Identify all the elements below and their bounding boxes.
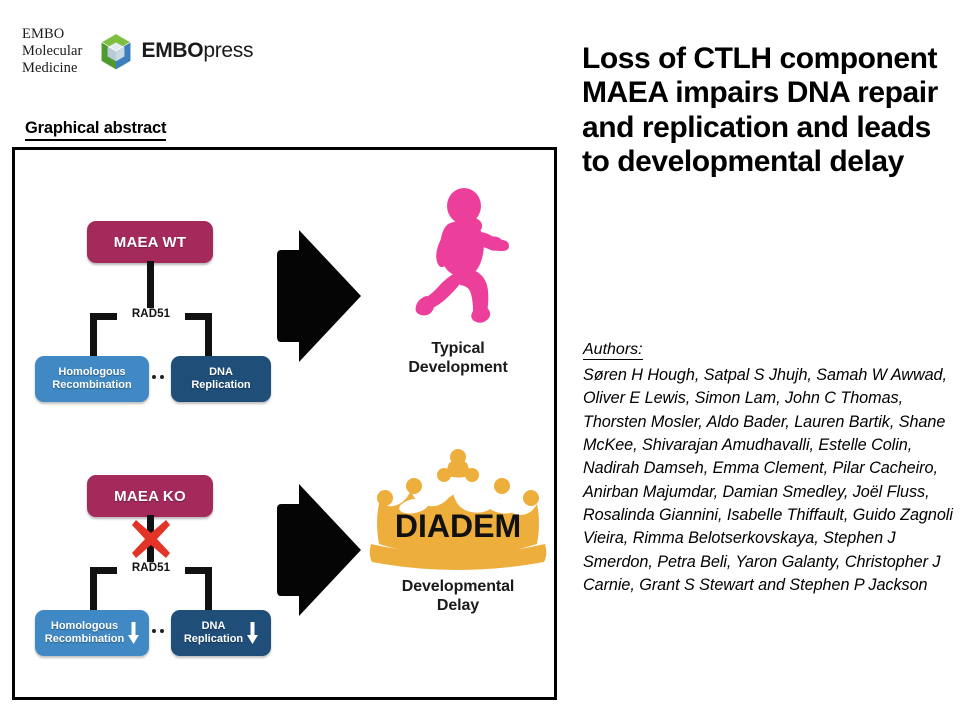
- running-child-icon: [415, 188, 509, 323]
- embopress-bold-text: EMBO: [141, 39, 204, 63]
- connector-vertical: [147, 261, 154, 316]
- left-panel: EMBO Molecular Medicine EMBOpress Graphi…: [12, 26, 557, 700]
- authors-list: Søren H Hough, Satpal S Jhujh, Samah W A…: [583, 366, 953, 594]
- process-box-homologous-recombination: Homologous Recombination: [35, 610, 149, 656]
- connector-drop-right: [205, 313, 212, 363]
- ellipsis-dots: [152, 629, 168, 633]
- connector-label-rad51: RAD51: [117, 562, 185, 574]
- embo-cube-icon: [100, 33, 131, 70]
- graphical-abstract-frame: MAEA WT RAD51 Homologous Recombination D…: [12, 147, 557, 700]
- gene-box-maea-ko: MAEA KO: [87, 475, 213, 517]
- decrease-arrow-icon: [128, 622, 140, 644]
- process-box-dna-replication: DNA Replication: [171, 610, 271, 656]
- graphical-abstract-heading: Graphical abstract: [25, 119, 166, 141]
- connector-horizontal-right: [179, 567, 212, 574]
- panel-maea-ko: MAEA KO RAD51 Homologous Recombination: [15, 422, 554, 687]
- connector-horizontal-right: [179, 313, 212, 320]
- gene-box-label: MAEA KO: [114, 487, 186, 505]
- connector-drop-right: [205, 567, 212, 617]
- gene-box-label: MAEA WT: [113, 233, 187, 251]
- process-box-label: Homologous Recombination: [44, 619, 125, 645]
- outcome-caption: Developmental Delay: [401, 578, 515, 614]
- page-title: Loss of CTLH component MAEA impairs DNA …: [582, 42, 938, 179]
- crown-badge-text: DIADEM: [395, 508, 521, 544]
- connector-drop-left: [90, 567, 97, 617]
- gene-box-maea-wt: MAEA WT: [87, 221, 213, 263]
- journal-name: EMBO Molecular Medicine: [22, 26, 83, 76]
- embopress-light-text: press: [203, 39, 254, 63]
- connector-drop-left: [90, 313, 97, 363]
- block-arrow-right-icon: [277, 230, 361, 362]
- embo-branding: EMBO Molecular Medicine EMBOpress: [22, 26, 253, 76]
- red-x-icon: [132, 520, 170, 558]
- panel-maea-wt: MAEA WT RAD51 Homologous Recombination D…: [15, 168, 554, 433]
- process-box-homologous-recombination: Homologous Recombination: [35, 356, 149, 402]
- connector-horizontal-left: [90, 313, 123, 320]
- decrease-arrow-icon: [247, 622, 259, 644]
- process-box-label: Homologous Recombination: [52, 365, 132, 391]
- process-box-label: DNA Replication: [183, 619, 244, 645]
- outcome-caption: Typical Development: [408, 340, 508, 376]
- diadem-crown-icon: DIADEM: [369, 449, 547, 570]
- outcome-typical-development: Typical Development: [367, 184, 549, 378]
- graphical-abstract-figure: MAEA WT RAD51 Homologous Recombination D…: [15, 150, 554, 697]
- pathway-diagram-ko: MAEA KO RAD51 Homologous Recombination: [29, 422, 287, 687]
- ellipsis-dots: [152, 375, 168, 379]
- process-box-label: DNA Replication: [191, 365, 251, 391]
- connector-horizontal-left: [90, 567, 123, 574]
- outcome-developmental-delay: DIADEM Developmental Delay: [367, 448, 549, 616]
- embopress-logo: EMBOpress: [99, 33, 254, 70]
- process-box-dna-replication: DNA Replication: [171, 356, 271, 402]
- pathway-diagram-wt: MAEA WT RAD51 Homologous Recombination D…: [29, 168, 287, 433]
- block-arrow-right-icon: [277, 484, 361, 616]
- embopress-wordmark: EMBOpress: [142, 39, 254, 63]
- right-panel: Loss of CTLH component MAEA impairs DNA …: [578, 0, 960, 720]
- authors-heading: Authors:: [583, 340, 643, 361]
- connector-label-rad51: RAD51: [117, 308, 185, 320]
